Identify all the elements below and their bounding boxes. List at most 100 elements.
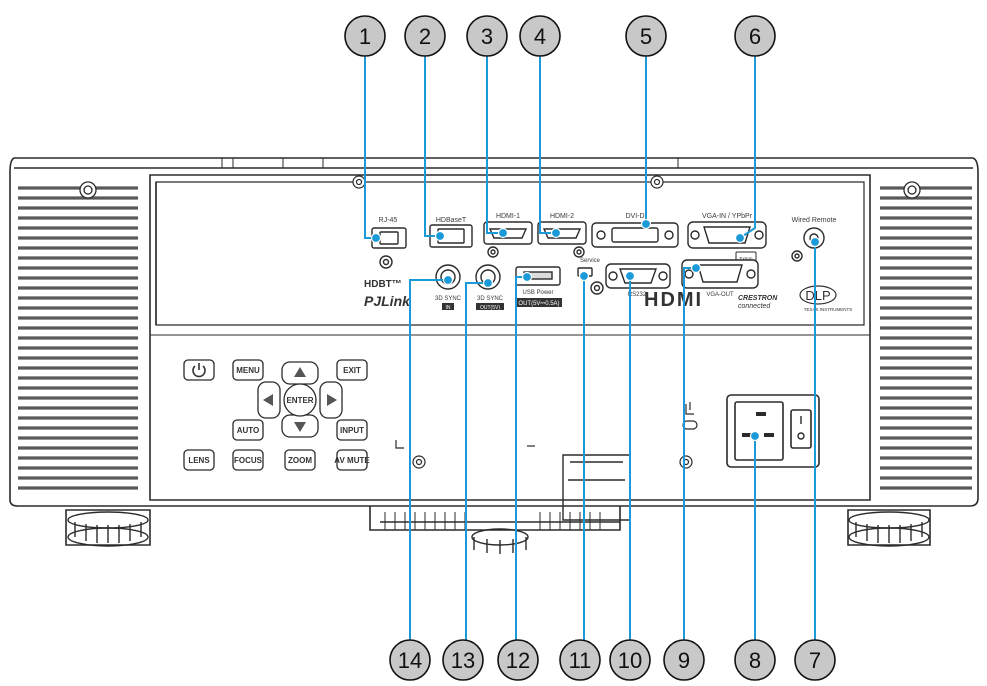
input-label: INPUT xyxy=(340,426,364,435)
callout-8: 8 xyxy=(734,639,776,681)
small-marks xyxy=(395,440,535,449)
ac-power-socket[interactable] xyxy=(734,401,784,461)
hdmi1-port[interactable] xyxy=(483,221,533,258)
right-arrow-icon xyxy=(327,394,337,406)
left-arrow-icon xyxy=(263,394,273,406)
dlp-sub: TEXAS INSTRUMENTS xyxy=(804,307,853,312)
focus-label: FOCUS xyxy=(234,456,263,465)
center-foot xyxy=(380,512,620,554)
leader-14 xyxy=(409,279,448,640)
down-arrow-icon xyxy=(294,422,306,432)
callout-5-number: 5 xyxy=(640,24,652,49)
rj45-label: RJ-45 xyxy=(379,217,398,224)
callout-9: 9 xyxy=(663,639,705,681)
callout-6: 6 xyxy=(734,15,776,57)
callout-4-number: 4 xyxy=(534,24,546,49)
hdmi1-label: HDMI-1 xyxy=(496,213,520,220)
right-foot xyxy=(848,511,930,547)
leader-lines xyxy=(364,56,816,640)
callout-5: 5 xyxy=(625,15,667,57)
callout-8-number: 8 xyxy=(749,648,761,673)
power-switch[interactable] xyxy=(790,409,812,449)
callout-7: 7 xyxy=(794,639,836,681)
enter-label: ENTER xyxy=(286,396,313,405)
leader-1 xyxy=(364,56,376,239)
callout-13: 13 xyxy=(442,639,484,681)
pjlink-logo: PJLink xyxy=(364,293,411,309)
inner-panel xyxy=(149,174,871,501)
left-screw xyxy=(79,181,97,199)
service-label: Service xyxy=(580,258,601,264)
leader-9 xyxy=(683,267,696,640)
callout-9-number: 9 xyxy=(678,648,690,673)
hdbaset-port[interactable] xyxy=(429,224,473,248)
usb-spec-bg xyxy=(516,298,562,307)
menu-button[interactable] xyxy=(232,359,264,381)
callout-4: 4 xyxy=(519,15,561,57)
callout-3: 3 xyxy=(466,15,508,57)
hdbt-logo: HDBT™ xyxy=(364,279,402,290)
3d-sync-in-label: 3D SYNC xyxy=(435,296,462,302)
exit-label: EXIT xyxy=(343,366,361,375)
leader-2 xyxy=(424,56,440,237)
lens-button[interactable] xyxy=(183,449,215,471)
dvid-port[interactable] xyxy=(591,222,679,248)
up-arrow-icon xyxy=(294,367,306,377)
left-vent-grille xyxy=(18,186,138,490)
callout-2-number: 2 xyxy=(419,24,431,49)
rj45-port[interactable] xyxy=(371,227,407,269)
auto-label: AUTO xyxy=(237,426,260,435)
power-icon xyxy=(192,363,206,378)
kensington-lock xyxy=(682,402,698,430)
leader-endpoints xyxy=(370,218,821,442)
callout-14: 14 xyxy=(389,639,431,681)
callout-6-number: 6 xyxy=(749,24,761,49)
dlp-logo-shape xyxy=(799,285,837,305)
input-button[interactable] xyxy=(336,419,368,441)
callout-11-number: 11 xyxy=(569,648,592,673)
menu-label: MENU xyxy=(236,366,260,375)
hdmi2-label: HDMI-2 xyxy=(550,213,574,220)
callout-3-number: 3 xyxy=(481,24,493,49)
panel-screws xyxy=(352,175,693,469)
callout-1-number: 1 xyxy=(359,24,371,49)
zoom-label: ZOOM xyxy=(288,456,312,465)
lens-label: LENS xyxy=(188,456,210,465)
3d-sync-out-tag: OUT(5V) xyxy=(480,305,500,311)
right-vent-grille xyxy=(880,186,972,490)
hdbaset-label: HDBaseT xyxy=(436,217,467,224)
av-mute-button[interactable] xyxy=(336,449,368,471)
callout-7-number: 7 xyxy=(809,648,821,673)
3d-sync-out-label: 3D SYNC xyxy=(477,296,504,302)
exit-button[interactable] xyxy=(336,359,368,381)
leader-13 xyxy=(465,282,488,640)
left-foot xyxy=(67,511,149,547)
av-mute-label: AV MUTE xyxy=(334,456,370,465)
callout-12-number: 12 xyxy=(506,648,530,673)
zoom-button[interactable] xyxy=(284,449,316,471)
switch-symbols xyxy=(797,416,805,440)
extron-logo: Extron xyxy=(739,256,753,261)
focus-button[interactable] xyxy=(232,449,264,471)
leader-12 xyxy=(515,276,527,640)
enter-button[interactable] xyxy=(283,383,317,417)
leader-3 xyxy=(486,56,503,234)
crestron-sub: connected xyxy=(738,303,771,310)
control-keypad xyxy=(183,359,368,471)
rs232-port[interactable] xyxy=(605,263,671,289)
hdmi-logo: HDMI xyxy=(644,289,703,311)
callout-1: 1 xyxy=(344,15,386,57)
rs232-label: RS232 xyxy=(628,292,647,298)
callout-12: 12 xyxy=(497,639,539,681)
hdmi2-port[interactable] xyxy=(537,221,587,258)
crestron-logo: CRESTRON xyxy=(738,295,778,302)
dlp-logo: DLP xyxy=(805,288,830,303)
keypad-glyphs xyxy=(263,367,337,432)
callout-10-number: 10 xyxy=(618,648,642,673)
right-screw xyxy=(903,181,921,199)
auto-button[interactable] xyxy=(232,419,264,441)
callout-10: 10 xyxy=(609,639,651,681)
leader-4 xyxy=(539,56,556,234)
callout-2: 2 xyxy=(404,15,446,57)
